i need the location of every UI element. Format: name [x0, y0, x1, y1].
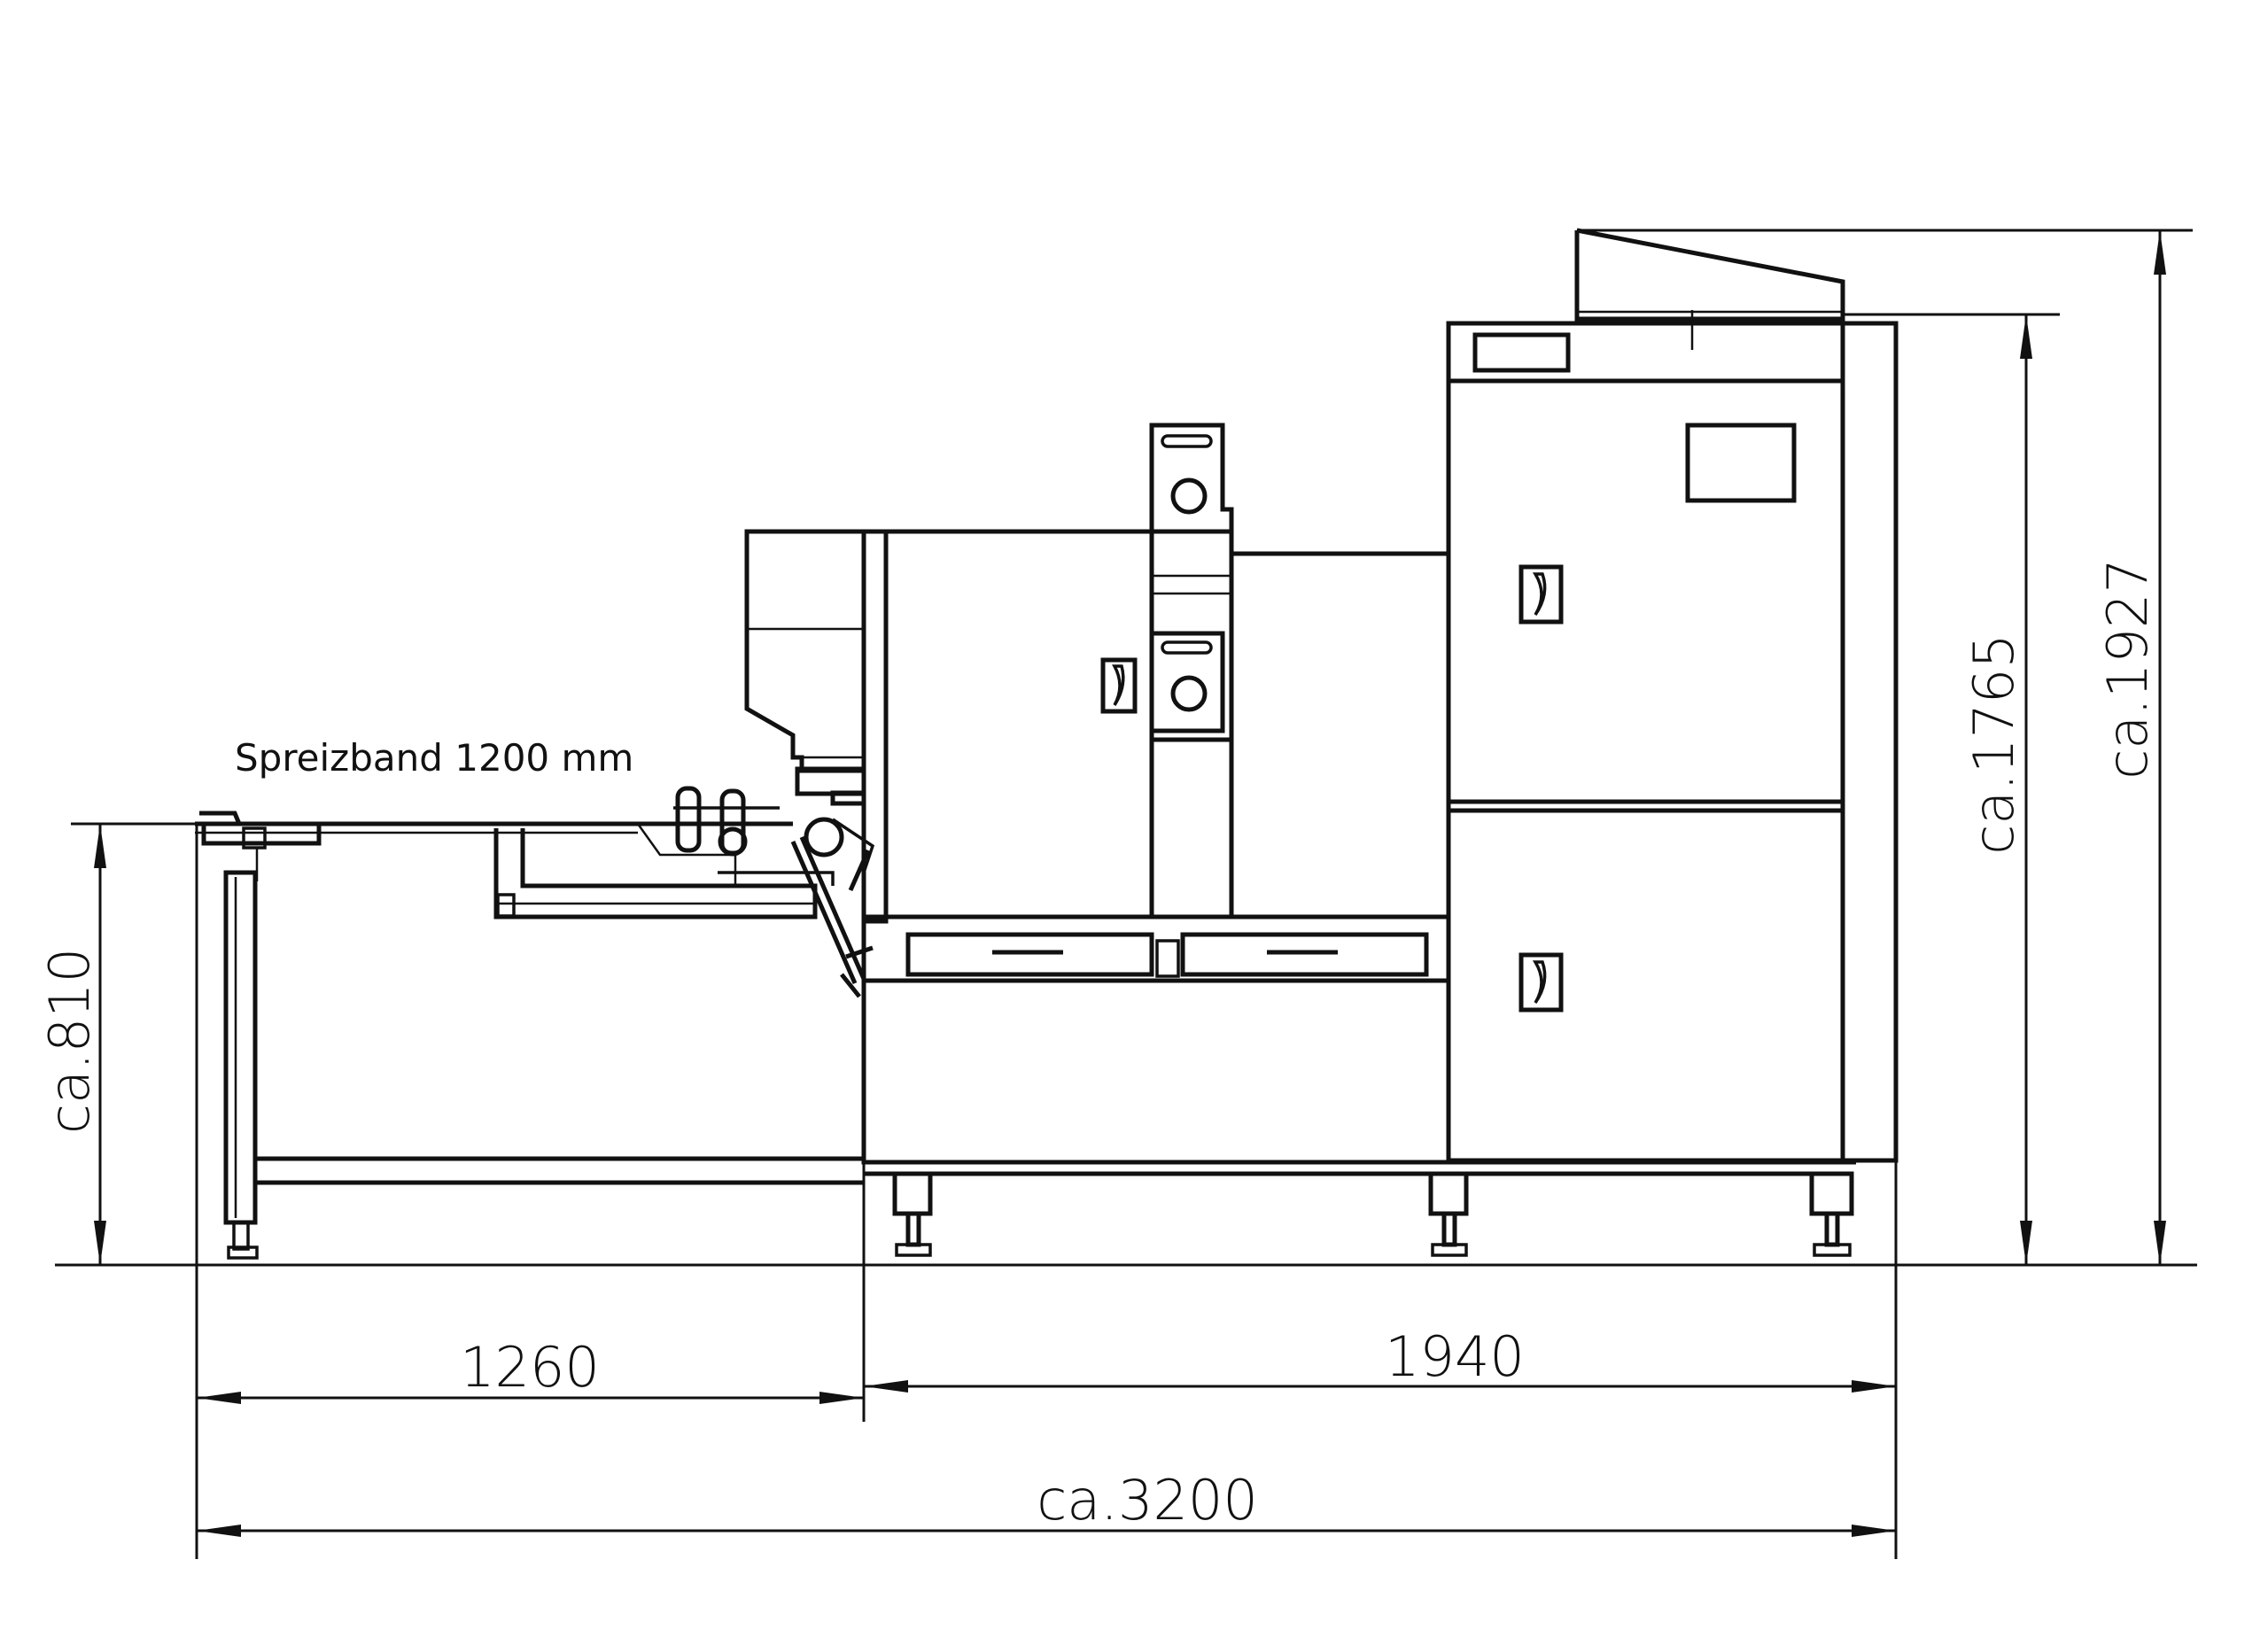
- dim-810: ca.810: [37, 948, 102, 1134]
- dim-1927: ca.1927: [2095, 558, 2160, 780]
- machine-body: [861, 529, 1856, 1257]
- horizontal-dimensions: 1260 1940 ca.3200: [195, 824, 1898, 1559]
- roller-tower: [1100, 423, 1234, 742]
- spreizband-label: Spreizband 1200 mm: [235, 736, 633, 780]
- dim-1260: 1260: [460, 1335, 600, 1400]
- vertical-dimensions: ca.810 ca.1765 ca.1927: [37, 229, 2193, 1265]
- dim-3200: ca.3200: [1037, 1468, 1258, 1532]
- dim-1765: ca.1765: [1961, 633, 2026, 855]
- infeed-hopper: [744, 529, 866, 773]
- spreizband-conveyor: [195, 766, 875, 1260]
- dim-1940: 1940: [1385, 1324, 1525, 1389]
- right-cabinet: [1446, 228, 1899, 1163]
